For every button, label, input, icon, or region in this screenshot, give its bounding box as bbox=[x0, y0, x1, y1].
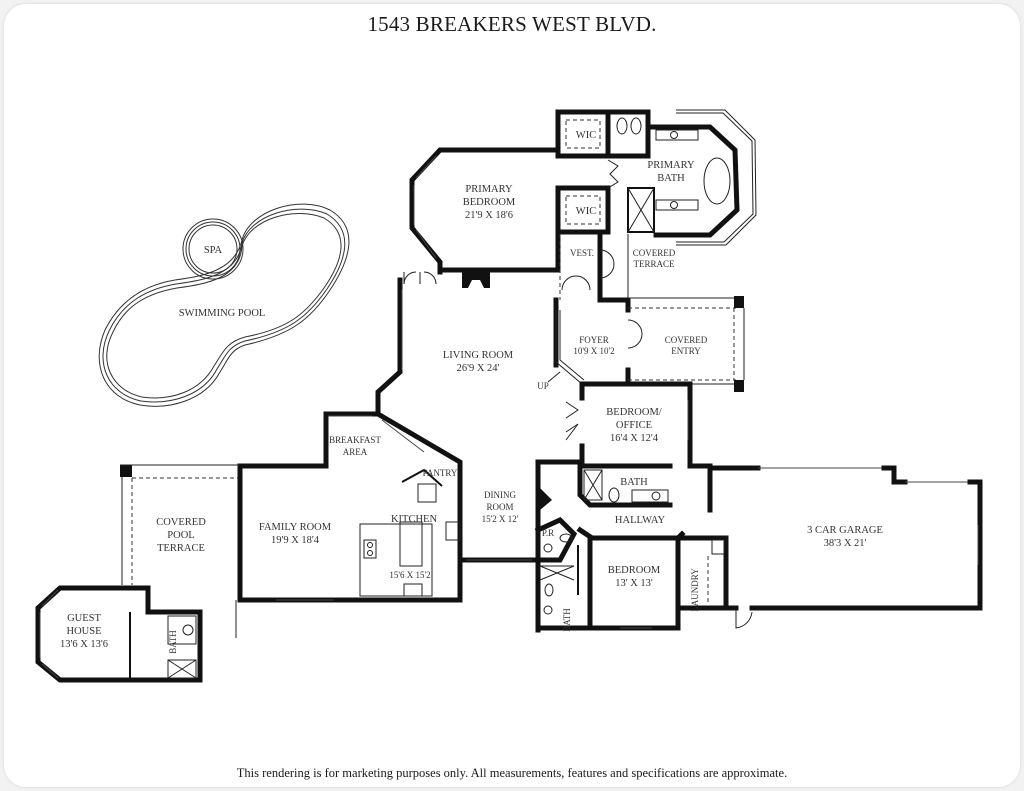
primary-bath-label-1: PRIMARY bbox=[647, 160, 695, 171]
bedroom-office-dims: 16'4 X 12'4 bbox=[610, 433, 659, 444]
vanity-lower bbox=[655, 199, 699, 211]
sink-upper-icon bbox=[670, 131, 678, 139]
guest-house-label-1: GUEST bbox=[67, 613, 101, 624]
swimming-pool bbox=[98, 203, 350, 407]
living-room-label: LIVING ROOM bbox=[443, 350, 514, 361]
bedroom-walls bbox=[577, 535, 681, 631]
spa bbox=[182, 218, 244, 280]
hallway-label: HALLWAY bbox=[615, 515, 666, 526]
guest-house-label-2: HOUSE bbox=[66, 626, 101, 637]
primary-bath-label-2: BATH bbox=[657, 173, 685, 184]
covered-entry-label-2: ENTRY bbox=[671, 346, 701, 356]
family-room-label: FAMILY ROOM bbox=[259, 522, 332, 533]
guest-house-dims: 13'6 X 13'6 bbox=[60, 639, 108, 650]
covered-terrace-label-2: TERRACE bbox=[633, 259, 675, 269]
bedroom-label: BEDROOM bbox=[608, 565, 661, 576]
bathtub-icon bbox=[703, 157, 731, 205]
covered-pool-terrace bbox=[120, 464, 240, 638]
shower bbox=[627, 187, 655, 233]
laundry-label: LAUNDRY bbox=[690, 568, 700, 612]
dining-room-dims: 15'2 X 12' bbox=[482, 514, 519, 524]
laundry-walls bbox=[675, 535, 729, 611]
breakfast-area-label-2: AREA bbox=[343, 447, 368, 457]
wc-room bbox=[605, 109, 651, 159]
kitchen-label: KITCHEN bbox=[391, 514, 437, 525]
stairs-arrow bbox=[547, 371, 561, 383]
primary-bedroom-label-2: BEDROOM bbox=[463, 197, 516, 208]
kitchen-walls bbox=[237, 411, 463, 603]
kitchen-island bbox=[399, 521, 423, 567]
powder-room bbox=[534, 517, 578, 563]
dining-room-walls bbox=[457, 459, 541, 633]
primary-bedroom-label-1: PRIMARY bbox=[465, 184, 513, 195]
wic-upper-label: WIC bbox=[576, 130, 596, 141]
vestibule-label: VEST. bbox=[570, 248, 594, 258]
spa-label: SPA bbox=[204, 245, 223, 256]
dining-room-label-2: ROOM bbox=[486, 502, 513, 512]
foyer-label: FOYER bbox=[579, 335, 609, 345]
bedroom-dims: 13' X 13' bbox=[615, 578, 653, 589]
bedroom-office-label-2: OFFICE bbox=[616, 420, 652, 431]
covered-terrace-label-1: COVERED bbox=[633, 248, 676, 258]
covered-pool-terrace-label-1: COVERED bbox=[156, 517, 206, 528]
lower-bath bbox=[535, 557, 593, 631]
sink-lower-icon bbox=[670, 201, 678, 209]
toilet-icon bbox=[616, 117, 628, 135]
covered-entry-label-1: COVERED bbox=[665, 335, 708, 345]
pantry-label: PANTRY bbox=[423, 468, 458, 478]
garage-label: 3 CAR GARAGE bbox=[807, 525, 883, 536]
property-address-title: 1543 BREAKERS WEST BLVD. bbox=[367, 12, 657, 36]
disclaimer-text: This rendering is for marketing purposes… bbox=[236, 766, 788, 780]
living-room-dims: 26'9 X 24' bbox=[457, 363, 500, 374]
dining-room-label-1: DINING bbox=[484, 490, 516, 500]
upper-bath bbox=[577, 463, 673, 508]
guest-bath-label: BATH bbox=[168, 630, 178, 654]
garage-walls bbox=[707, 465, 983, 629]
covered-pool-terrace-label-2: POOL bbox=[167, 530, 194, 541]
primary-bath-walls bbox=[645, 109, 757, 246]
garage-dims: 38'3 X 21' bbox=[824, 538, 867, 549]
wic-lower bbox=[555, 185, 611, 235]
bedroom-office-label-1: BEDROOM/ bbox=[606, 407, 662, 418]
stairs-up-label: UP bbox=[537, 381, 549, 391]
powder-room-label: P.R bbox=[542, 528, 554, 538]
kitchen-dims: 15'6 X 15'2 bbox=[389, 570, 430, 580]
guest-house-walls bbox=[35, 585, 203, 683]
covered-pool-terrace-label-3: TERRACE bbox=[157, 543, 205, 554]
door-primary-bath bbox=[607, 159, 619, 189]
breakfast-area-label-1: BREAKFAST bbox=[329, 435, 381, 445]
vestibule-walls bbox=[555, 229, 629, 303]
bidet-icon bbox=[630, 117, 642, 135]
primary-bedroom-dims: 21'9 X 18'6 bbox=[465, 210, 513, 221]
vanity-upper bbox=[655, 129, 699, 141]
swimming-pool-label: SWIMMING POOL bbox=[179, 308, 266, 319]
wic-lower-label: WIC bbox=[576, 206, 596, 217]
lower-bath-label: BATH bbox=[562, 608, 572, 632]
family-room-dims: 19'9 X 18'4 bbox=[271, 535, 320, 546]
upper-bath-label: BATH bbox=[620, 477, 648, 488]
foyer-dims: 10'9 X 10'2 bbox=[573, 346, 614, 356]
family-room-walls bbox=[237, 463, 463, 603]
living-room-walls bbox=[375, 271, 559, 417]
